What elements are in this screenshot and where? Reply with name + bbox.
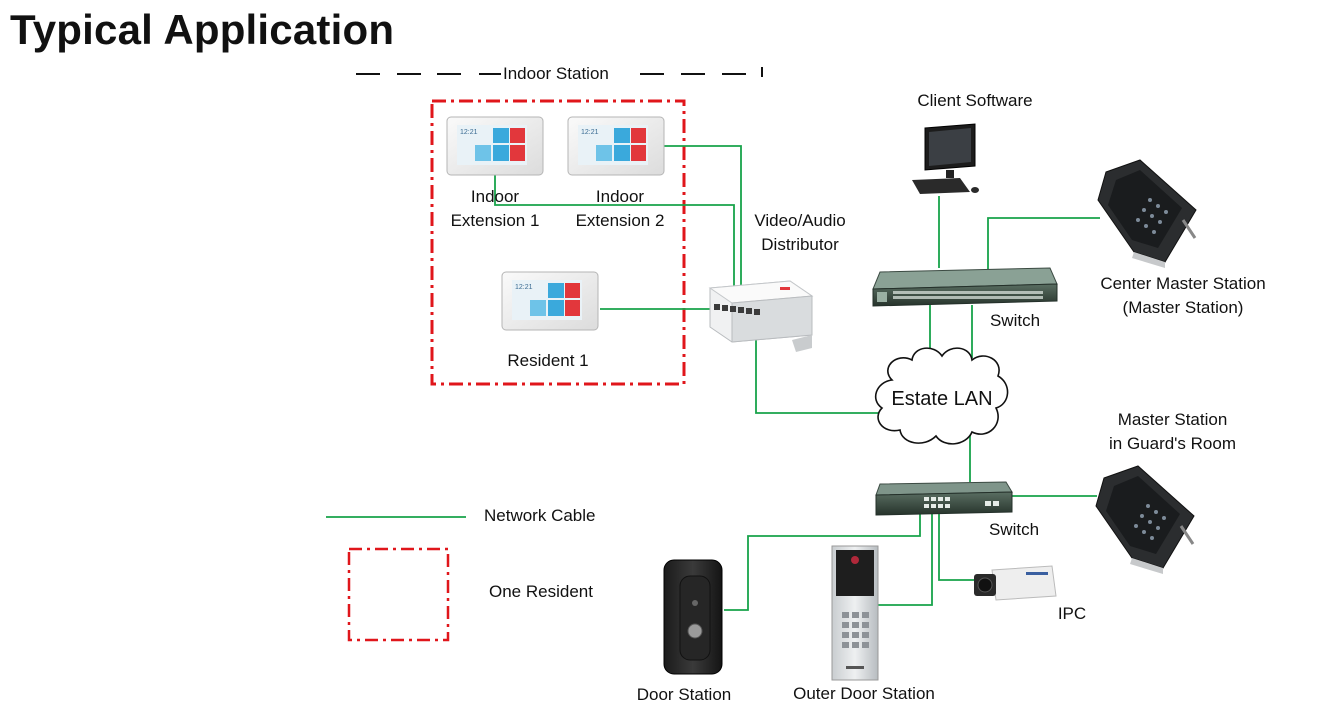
indoor-extension-1-label: Indoor Extension 1 bbox=[435, 185, 555, 233]
legend-one-resident-label: One Resident bbox=[489, 582, 593, 601]
center-master-line1: Center Master Station bbox=[1100, 274, 1266, 293]
page-title: Typical Application bbox=[10, 6, 395, 53]
indoor-extension-2-label: Indoor Extension 2 bbox=[560, 185, 680, 233]
center-master-station-device bbox=[1097, 159, 1197, 268]
screen-time: 12:21 bbox=[515, 284, 533, 291]
ipc-label: IPC bbox=[1057, 604, 1087, 623]
distributor-label: Video/Audio Distributor bbox=[740, 209, 860, 257]
indoor-extension-2-device: 12:21 bbox=[567, 116, 665, 176]
screen-time: 12:21 bbox=[460, 129, 478, 136]
distributor-device bbox=[708, 280, 814, 352]
resident-1-label: Resident 1 bbox=[507, 351, 589, 370]
guard-master-line1: Master Station bbox=[1117, 410, 1228, 429]
indoor-extension-1-line1: Indoor bbox=[470, 187, 520, 206]
outer-door-station-label: Outer Door Station bbox=[793, 684, 935, 703]
center-master-line2: (Master Station) bbox=[1122, 298, 1244, 317]
client-software-label: Client Software bbox=[917, 91, 1033, 110]
resident-1-device: 12:21 bbox=[501, 271, 599, 331]
estate-lan-cloud bbox=[874, 347, 1009, 445]
client-computer bbox=[912, 123, 979, 194]
network-cables bbox=[326, 145, 1100, 611]
guard-master-line2: in Guard's Room bbox=[1108, 434, 1237, 453]
door-station-label: Door Station bbox=[636, 685, 732, 704]
legend-resident-box bbox=[347, 547, 450, 642]
switch-top-device bbox=[872, 267, 1058, 307]
distributor-line1: Video/Audio bbox=[754, 211, 846, 230]
indoor-extension-2-line2: Extension 2 bbox=[575, 211, 665, 230]
door-station-device bbox=[663, 559, 723, 675]
screen-time: 12:21 bbox=[581, 129, 599, 136]
switch-bottom-label: Switch bbox=[988, 520, 1040, 539]
resident-group-border bbox=[430, 99, 686, 386]
distributor-line2: Distributor bbox=[761, 235, 839, 254]
center-master-station-label: Center Master Station (Master Station) bbox=[1083, 272, 1283, 320]
indoor-extension-2-line1: Indoor bbox=[595, 187, 645, 206]
ipc-camera-device bbox=[974, 565, 1057, 601]
guard-master-station-device bbox=[1095, 465, 1195, 574]
indoor-extension-1-device: 12:21 bbox=[446, 116, 544, 176]
legend-network-cable-label: Network Cable bbox=[484, 506, 596, 525]
switch-bottom-device bbox=[875, 481, 1013, 516]
indoor-station-header-line bbox=[356, 67, 763, 77]
indoor-station-label: Indoor Station bbox=[501, 62, 611, 86]
outer-door-station-device bbox=[831, 545, 879, 681]
switch-top-label: Switch bbox=[989, 311, 1041, 330]
guard-master-station-label: Master Station in Guard's Room bbox=[1090, 408, 1255, 456]
estate-lan-label: Estate LAN bbox=[891, 388, 993, 410]
indoor-extension-1-line2: Extension 1 bbox=[450, 211, 540, 230]
